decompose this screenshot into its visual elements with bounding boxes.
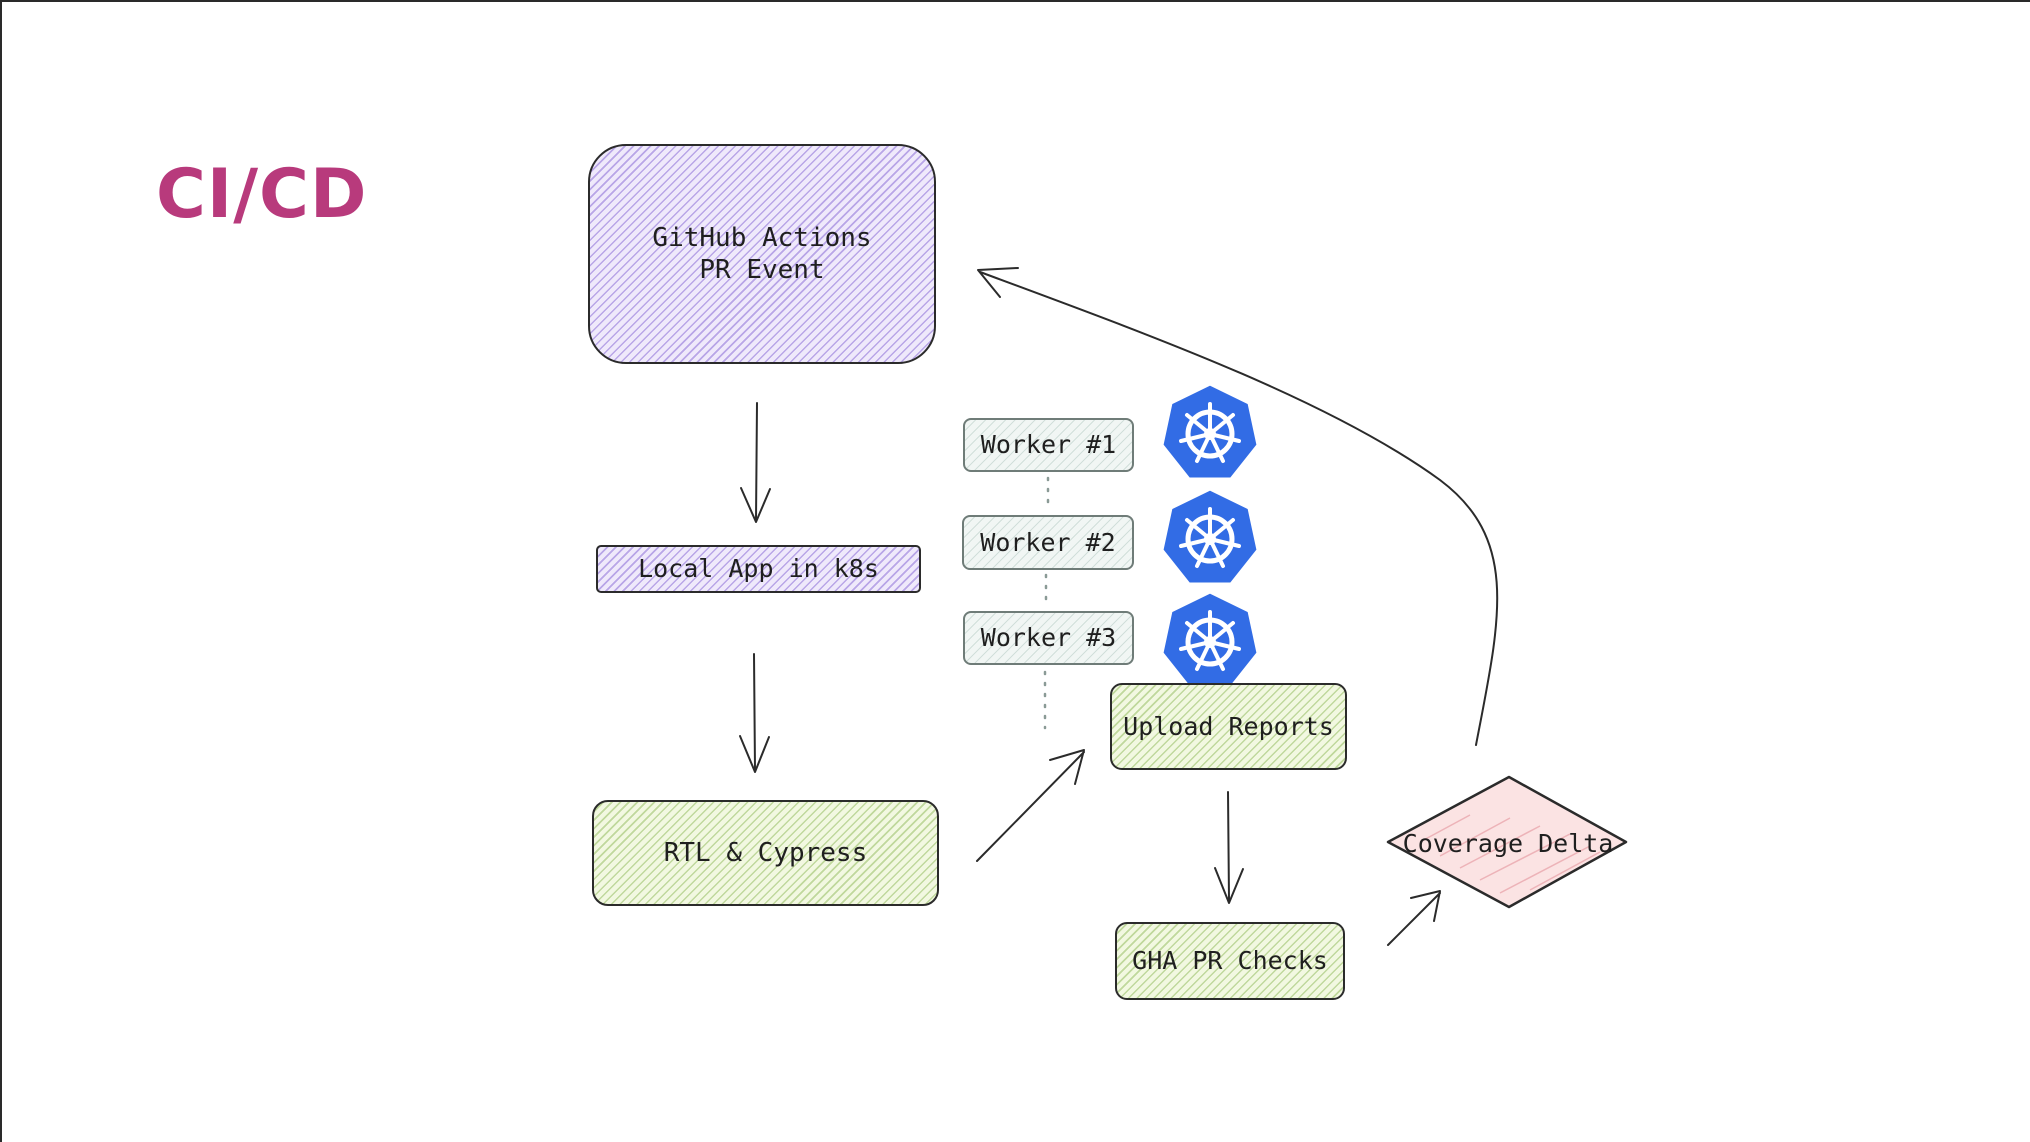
arrow-coverage-to-github (977, 267, 1499, 746)
coverage-delta-diamond (1386, 775, 1628, 909)
coverage-delta-label: Coverage Delta (1402, 828, 1614, 858)
upload-reports-node: Upload Reports (1110, 683, 1347, 770)
worker-1-node: Worker #1 (963, 418, 1134, 472)
rtl-cypress-node: RTL & Cypress (592, 800, 939, 906)
arrow-gha-to-coverage (1387, 890, 1441, 946)
local-app-label: Local App in k8s (638, 554, 879, 584)
arrow-upload-to-gha (1214, 791, 1244, 904)
worker-3-node: Worker #3 (963, 611, 1134, 665)
arrow-github-to-localapp (740, 402, 771, 523)
github-actions-label-line1: GitHub Actions (652, 222, 872, 253)
worker-3-label: Worker #3 (980, 623, 1117, 653)
gha-pr-checks-label: GHA PR Checks (1132, 946, 1328, 976)
local-app-node: Local App in k8s (596, 545, 921, 593)
kubernetes-icon (1160, 487, 1260, 586)
upload-reports-label: Upload Reports (1123, 711, 1334, 741)
arrow-rtl-to-upload (976, 749, 1085, 862)
kubernetes-icon (1160, 382, 1260, 481)
worker-2-node: Worker #2 (962, 515, 1134, 570)
arrow-localapp-to-rtl (739, 653, 770, 773)
gha-pr-checks-node: GHA PR Checks (1115, 922, 1345, 1000)
github-actions-node: GitHub Actions PR Event (588, 144, 936, 364)
kubernetes-icon (1160, 590, 1260, 689)
worker-2-label: Worker #2 (980, 527, 1116, 557)
worker-1-label: Worker #1 (980, 430, 1117, 460)
github-actions-label-line2: PR Event (699, 255, 825, 285)
rtl-cypress-label: RTL & Cypress (663, 837, 868, 868)
slide-title: CI/CD (156, 155, 368, 234)
